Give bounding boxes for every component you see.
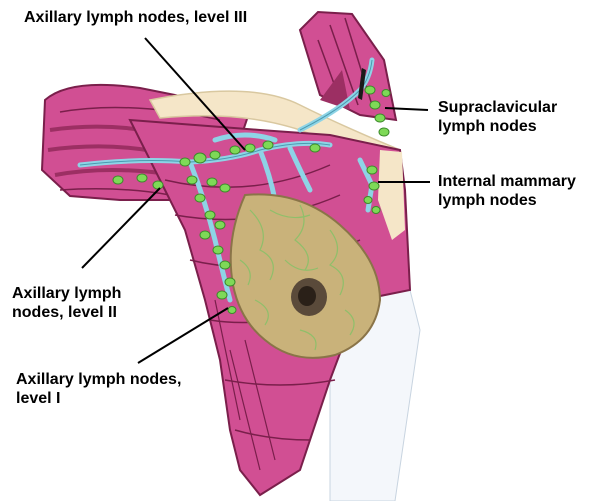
lymph-node	[153, 181, 163, 189]
lymph-node	[215, 221, 225, 229]
lymph-node	[113, 176, 123, 184]
label-axillary-level-3: Axillary lymph nodes, level III	[24, 8, 247, 27]
lymph-node	[195, 194, 205, 202]
lymph-node	[372, 207, 380, 214]
lymph-node	[194, 153, 206, 163]
nipple	[298, 286, 316, 306]
lymph-node	[364, 197, 372, 204]
lymph-node	[213, 246, 223, 254]
lymph-node	[200, 231, 210, 239]
lymph-node	[365, 86, 375, 94]
lymph-node	[382, 90, 390, 97]
lymph-node	[310, 144, 320, 152]
label-axillary-level-1: Axillary lymph nodes, level I	[16, 370, 181, 408]
lymph-node	[369, 182, 379, 190]
label-internal-mammary: Internal mammary lymph nodes	[438, 172, 576, 210]
lymph-node	[217, 291, 227, 299]
lymph-node	[205, 211, 215, 219]
lymph-node	[187, 176, 197, 184]
lymph-node	[263, 141, 273, 149]
lymph-node	[367, 166, 377, 174]
label-supraclavicular: Supraclavicular lymph nodes	[438, 98, 557, 136]
lymph-node	[228, 307, 236, 314]
lymph-node	[207, 178, 217, 186]
lymph-node	[210, 151, 220, 159]
lymph-node	[225, 278, 235, 286]
lymph-node	[180, 158, 190, 166]
lymph-node	[245, 144, 255, 152]
lymph-node	[375, 114, 385, 122]
label-axillary-level-2: Axillary lymph nodes, level II	[12, 284, 121, 322]
lymph-node	[230, 146, 240, 154]
lymph-node	[370, 101, 380, 109]
lymph-node	[379, 128, 389, 136]
lymph-node	[137, 174, 147, 182]
lymph-node	[220, 184, 230, 192]
lymph-node	[220, 261, 230, 269]
